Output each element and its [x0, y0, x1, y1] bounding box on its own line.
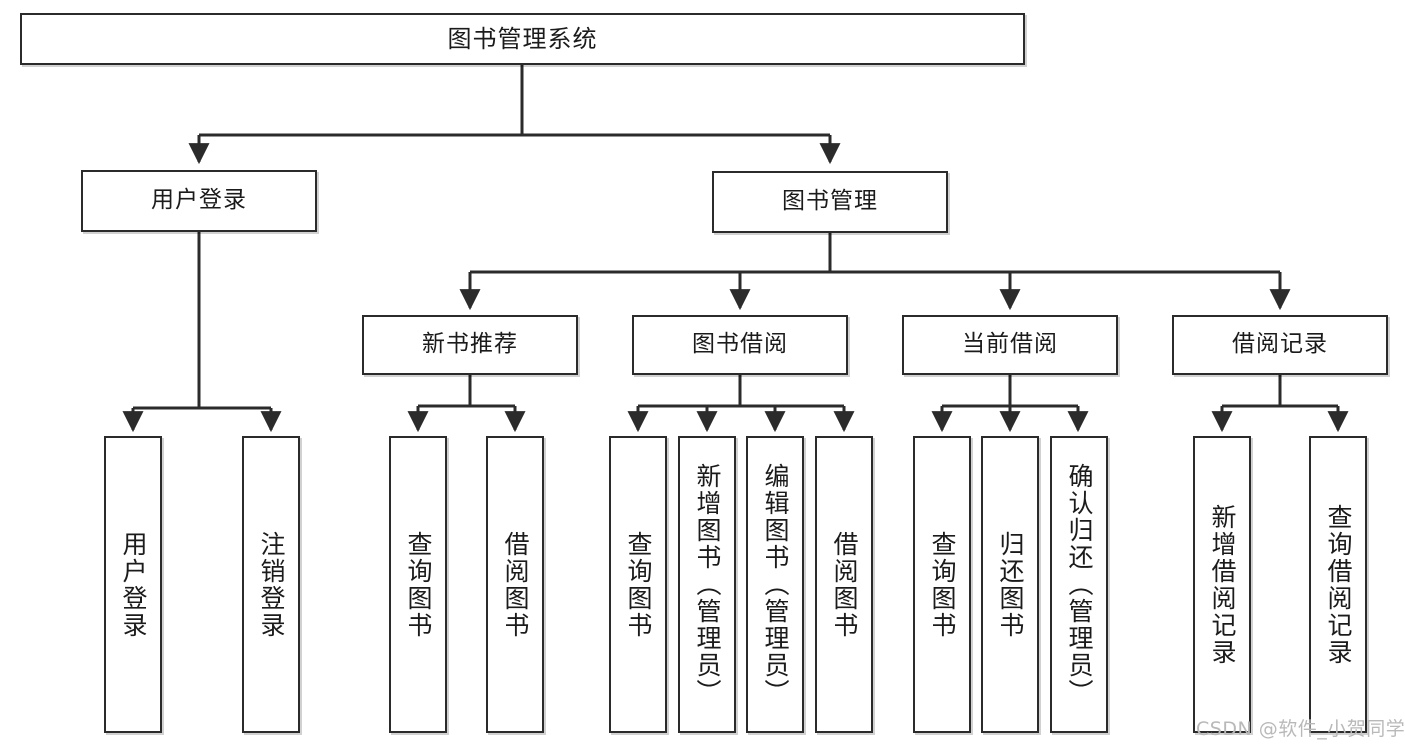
node-label: 借阅图书: [501, 530, 530, 639]
leaf-current-borrow-query[interactable]: 查询图书: [913, 436, 971, 733]
node-label: 用户登录: [119, 530, 148, 639]
node-label: 图书管理系统: [447, 24, 598, 53]
leaf-current-borrow-return[interactable]: 归还图书: [981, 436, 1039, 733]
node-book-borrow[interactable]: 图书借阅: [632, 315, 848, 375]
node-label: 用户登录: [151, 187, 247, 214]
node-label: 新增图书（管理员）: [693, 463, 722, 706]
node-label: 注销登录: [257, 530, 286, 639]
node-label: 编辑图书（管理员）: [761, 463, 790, 706]
node-label: 新书推荐: [422, 331, 518, 358]
leaf-new-book-borrow[interactable]: 借阅图书: [486, 436, 544, 733]
leaf-book-borrow-edit[interactable]: 编辑图书（管理员）: [746, 436, 804, 733]
node-label: 查询借阅记录: [1324, 503, 1353, 666]
node-label: 图书管理: [782, 188, 878, 215]
leaf-borrow-record-add[interactable]: 新增借阅记录: [1193, 436, 1251, 733]
node-user-login[interactable]: 用户登录: [81, 170, 317, 232]
node-label: 当前借阅: [962, 331, 1058, 358]
node-book-management[interactable]: 图书管理: [712, 171, 948, 233]
node-label: 图书借阅: [692, 331, 788, 358]
node-root-system[interactable]: 图书管理系统: [20, 13, 1025, 65]
watermark-text: CSDN @软件_小贺同学: [1196, 718, 1405, 740]
leaf-book-borrow-query[interactable]: 查询图书: [609, 436, 667, 733]
leaf-new-book-query[interactable]: 查询图书: [389, 436, 447, 733]
node-label: 查询图书: [404, 530, 433, 639]
leaf-book-borrow-add[interactable]: 新增图书（管理员）: [678, 436, 736, 733]
leaf-user-login-login[interactable]: 用户登录: [104, 436, 162, 733]
node-label: 借阅记录: [1232, 331, 1328, 358]
node-borrow-record[interactable]: 借阅记录: [1172, 315, 1388, 375]
node-new-book-recommend[interactable]: 新书推荐: [362, 315, 578, 375]
leaf-current-borrow-confirm-return[interactable]: 确认归还（管理员）: [1050, 436, 1108, 733]
node-label: 归还图书: [996, 530, 1025, 639]
leaf-borrow-record-query[interactable]: 查询借阅记录: [1309, 436, 1367, 733]
node-label: 查询图书: [624, 530, 653, 639]
leaf-book-borrow-borrow[interactable]: 借阅图书: [815, 436, 873, 733]
node-current-borrow[interactable]: 当前借阅: [902, 315, 1118, 375]
leaf-user-login-logout[interactable]: 注销登录: [242, 436, 300, 733]
node-label: 新增借阅记录: [1208, 503, 1237, 666]
node-label: 查询图书: [928, 530, 957, 639]
node-label: 借阅图书: [830, 530, 859, 639]
node-label: 确认归还（管理员）: [1065, 463, 1094, 706]
